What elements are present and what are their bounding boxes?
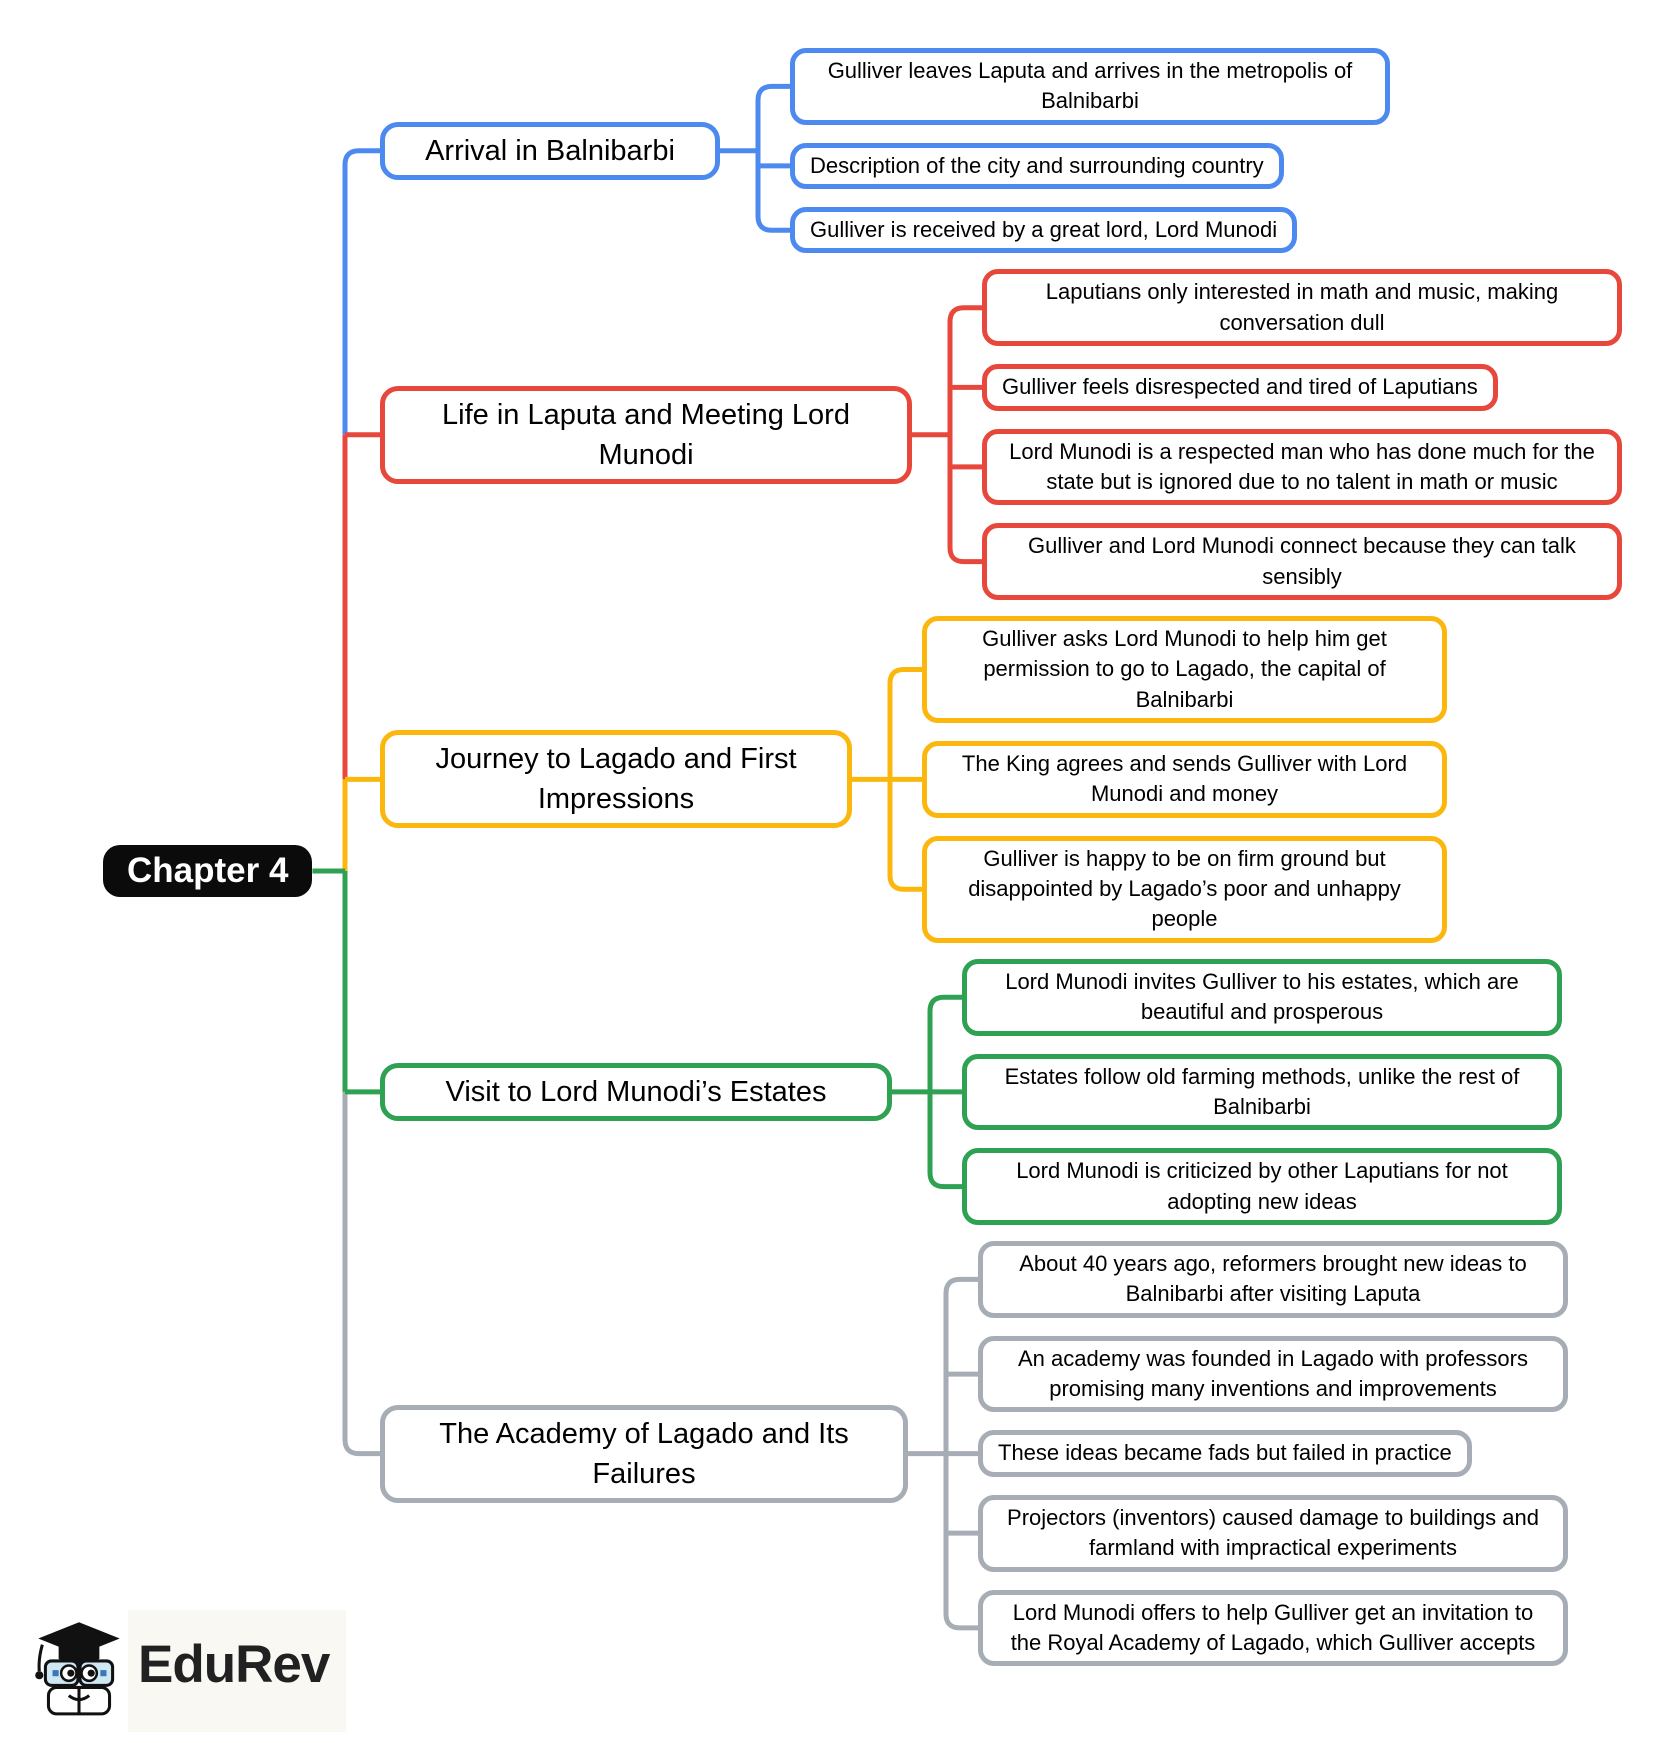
branch-row-academy: The Academy of Lagado and Its Failures A… xyxy=(380,1240,1679,1667)
child-node: Estates follow old farming methods, unli… xyxy=(962,1053,1562,1131)
edurev-logo: EduRev xyxy=(28,1608,330,1720)
children-group: Laputians only interested in math and mu… xyxy=(982,269,1622,600)
branch-row-arrival: Arrival in Balnibarbi Gulliver leaves La… xyxy=(380,48,1679,254)
child-node: Lord Munodi is a respected man who has d… xyxy=(982,428,1622,506)
children-group: Gulliver leaves Laputa and arrives in th… xyxy=(790,48,1390,254)
child-node: Laputians only interested in math and mu… xyxy=(982,269,1622,347)
children-group: Lord Munodi invites Gulliver to his esta… xyxy=(962,958,1562,1225)
child-node: Description of the city and surrounding … xyxy=(790,142,1284,190)
branch-row-journey-to-lagado: Journey to Lagado and First Impressions … xyxy=(380,615,1679,943)
edurev-wordmark: EduRev xyxy=(138,1634,330,1694)
child-node: Gulliver feels disrespected and tired of… xyxy=(982,364,1498,411)
branch-node-visit-estates: Visit to Lord Munodi’s Estates xyxy=(380,1062,892,1121)
child-node: Projectors (inventors) caused damage to … xyxy=(978,1494,1568,1572)
branch-node-academy: The Academy of Lagado and Its Failures xyxy=(380,1404,908,1503)
child-node: Gulliver and Lord Munodi connect because… xyxy=(982,523,1622,600)
root-node-chapter-4: Chapter 4 xyxy=(103,845,313,897)
child-node: About 40 years ago, reformers brought ne… xyxy=(978,1240,1568,1318)
children-group: Gulliver asks Lord Munodi to help him ge… xyxy=(922,615,1447,943)
child-node: Gulliver is happy to be on firm ground b… xyxy=(922,835,1447,943)
child-node: Lord Munodi offers to help Gulliver get … xyxy=(978,1589,1568,1667)
child-node: An academy was founded in Lagado with pr… xyxy=(978,1335,1568,1413)
child-node: Lord Munodi invites Gulliver to his esta… xyxy=(962,958,1562,1036)
child-node: These ideas became fads but failed in pr… xyxy=(978,1430,1472,1477)
child-node: Lord Munodi is criticized by other Laput… xyxy=(962,1148,1562,1225)
child-node: Gulliver leaves Laputa and arrives in th… xyxy=(790,48,1390,125)
branch-node-journey-to-lagado: Journey to Lagado and First Impressions xyxy=(380,730,852,829)
branch-node-arrival: Arrival in Balnibarbi xyxy=(380,121,720,180)
branch-row-life-in-laputa: Life in Laputa and Meeting Lord Munodi L… xyxy=(380,269,1679,600)
edurev-mascot-icon xyxy=(35,1622,120,1716)
children-group: About 40 years ago, reformers brought ne… xyxy=(978,1240,1568,1667)
branch-row-visit-estates: Visit to Lord Munodi’s Estates Lord Muno… xyxy=(380,958,1679,1225)
branch-node-life-in-laputa: Life in Laputa and Meeting Lord Munodi xyxy=(380,385,912,484)
logo-background xyxy=(128,1610,346,1732)
child-node: Gulliver asks Lord Munodi to help him ge… xyxy=(922,615,1447,724)
child-node: Gulliver is received by a great lord, Lo… xyxy=(790,207,1298,254)
child-node: The King agrees and sends Gulliver with … xyxy=(922,741,1447,818)
